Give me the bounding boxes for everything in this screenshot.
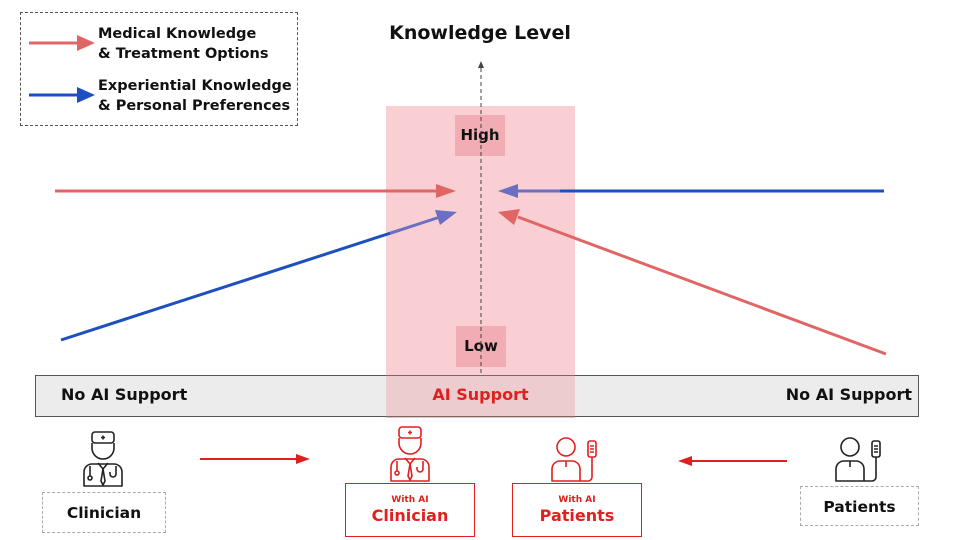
knowledge-axis: [478, 61, 484, 374]
clinician-ai-label: Clinician: [371, 506, 449, 525]
clinician-to-ai-arrow: [200, 454, 310, 464]
patients-ai-sub-label: With AI: [558, 495, 596, 505]
diagram-title: Knowledge Level: [389, 22, 571, 44]
patient-experiential-arrow: [498, 184, 884, 198]
patients-label: Patients: [823, 498, 896, 516]
legend-experiential-arrow-icon: [29, 87, 95, 103]
ai-support-bar-overlay: [386, 375, 575, 418]
patients-ai-icon: [551, 437, 597, 482]
clinician-medical-arrow: [55, 184, 456, 198]
patients-to-ai-arrow: [678, 456, 787, 466]
level-high-label: High: [460, 126, 500, 144]
patients-icon: [835, 437, 881, 482]
clinician-experiential-arrow: [60, 210, 457, 342]
ai-support-label: AI Support: [432, 385, 529, 404]
left-no-ai-support-label: No AI Support: [61, 385, 188, 404]
legend-experiential-line2: & Personal Preferences: [98, 98, 291, 114]
support-bar: [35, 375, 919, 417]
clinician-icon: [83, 431, 123, 487]
clinician-ai-icon: [390, 426, 430, 482]
clinician-ai-box: With AI Clinician: [345, 483, 475, 537]
clinician-box: Clinician: [42, 492, 166, 533]
level-high-box: High: [455, 115, 505, 156]
level-low-label: Low: [464, 337, 498, 355]
legend-medical-label: Medical Knowledge & Treatment Options: [98, 24, 268, 64]
clinician-label: Clinician: [66, 504, 142, 522]
right-no-ai-support-label: No AI Support: [785, 385, 912, 404]
patients-ai-box: With AI Patients: [512, 483, 642, 537]
patient-medical-arrow: [498, 209, 887, 356]
legend: Medical Knowledge & Treatment Options Ex…: [20, 12, 298, 126]
level-low-box: Low: [456, 326, 506, 367]
patients-box: Patients: [800, 486, 919, 526]
patients-ai-label: Patients: [539, 506, 615, 525]
legend-medical-line1: Medical Knowledge: [98, 26, 257, 42]
clinician-ai-sub-label: With AI: [391, 495, 429, 505]
legend-medical-line2: & Treatment Options: [98, 46, 269, 62]
legend-experiential-line1: Experiential Knowledge: [98, 78, 292, 94]
legend-arrows: [29, 35, 95, 103]
legend-experiential-label: Experiential Knowledge & Personal Prefer…: [98, 76, 292, 116]
legend-medical-arrow-icon: [29, 35, 95, 51]
